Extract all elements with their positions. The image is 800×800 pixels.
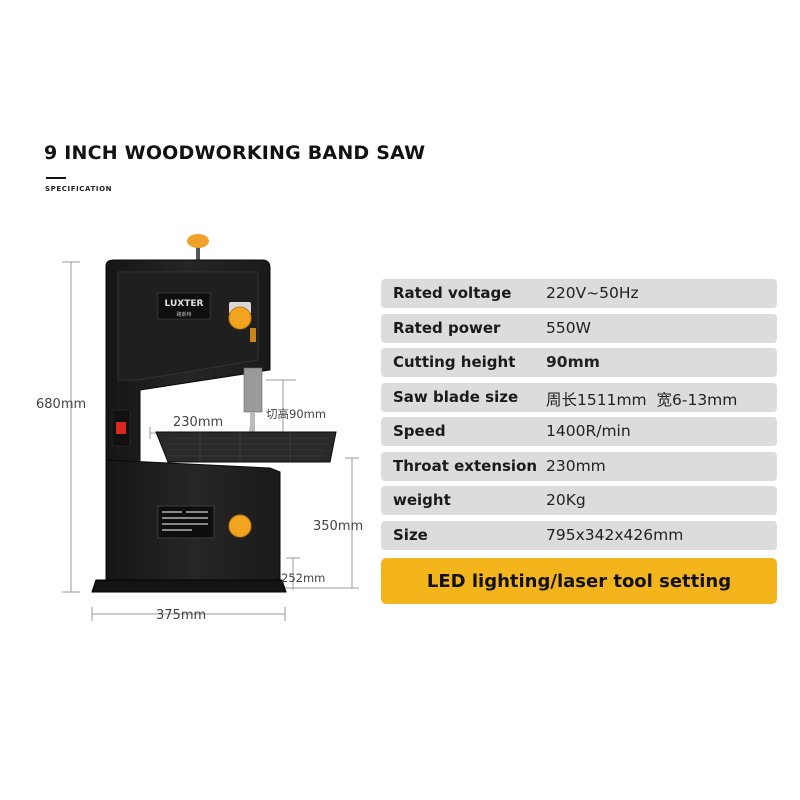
tension-rod [196,246,200,262]
spec-label: Throat extension [393,456,538,475]
spec-label: Rated power [393,318,501,337]
spec-label: Size [393,525,428,544]
page-subtitle: SPECIFICATION [45,185,113,193]
spec-row: Rated voltage 220V~50Hz [381,279,777,308]
dim-lower-height: 350mm [313,519,363,534]
led-light-icon [250,328,256,342]
spec-value: 周长1511mm 宽6-13mm [546,390,738,409]
brand-subname: 路斯特 [176,311,191,318]
spec-row: weight 20Kg [381,486,777,515]
feature-banner: LED lighting/laser tool setting [381,558,777,604]
spec-value: 220V~50Hz [546,284,639,302]
spec-value: 230mm [546,456,606,475]
spec-row: Saw blade size 周长1511mm 宽6-13mm [381,382,777,412]
spec-row: Size 795x342x426mm [381,520,777,550]
blade-guide [243,367,263,413]
spec-row: Cutting height 90mm [381,348,777,377]
spec-value: 1400R/min [546,422,631,440]
page-title: 9 INCH WOODWORKING BAND SAW [44,142,426,164]
tension-knob-icon [187,234,209,248]
spec-value: 795x342x426mm [546,525,684,544]
spec-label-plate [157,505,215,539]
blade-tracking-knob-icon [228,306,252,330]
spec-value: 90mm [546,353,600,371]
spec-label: weight [393,491,451,509]
spec-table: Rated voltage 220V~50Hz Rated power 550W… [381,279,777,555]
band-saw-illustration: LUXTER 路斯特 680mm 230mm 切高90mm 350mm 252m… [36,234,363,623]
power-button-icon [116,422,126,434]
spec-label: Speed [393,422,446,440]
spec-row: Throat extension 230mm [381,451,777,481]
dim-height-total: 680mm [36,397,86,412]
spec-row: Rated power 550W [381,313,777,343]
dim-base-width: 375mm [156,608,206,623]
spec-label: Saw blade size [393,387,519,406]
spec-row: Speed 1400R/min [381,417,777,446]
lower-knob-icon [228,514,252,538]
spec-value: 550W [546,318,591,337]
spec-value: 20Kg [546,491,586,509]
spec-label: Cutting height [393,353,516,371]
dim-base-height: 252mm [281,571,325,585]
title-underline [46,177,66,179]
work-table [155,431,337,463]
brand-plate [157,292,211,320]
dim-cut-height: 切高90mm [266,407,326,421]
saw-blade [250,412,255,432]
brand-name: LUXTER [165,299,204,309]
spec-label: Rated voltage [393,284,512,302]
dim-throat: 230mm [173,415,223,430]
saw-base [91,579,287,593]
